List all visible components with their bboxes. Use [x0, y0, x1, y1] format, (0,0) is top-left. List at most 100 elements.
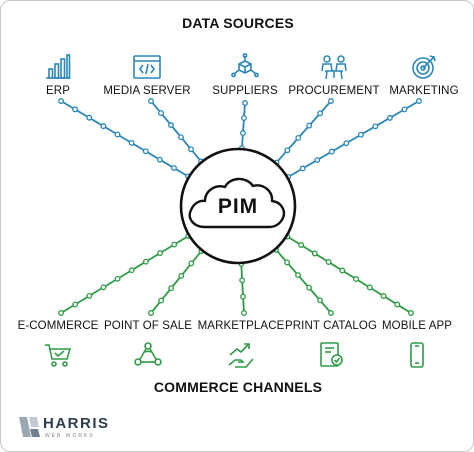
channel-connector-node: [295, 272, 301, 279]
channel-connector-node: [148, 310, 154, 316]
channel-connector-node: [353, 276, 359, 282]
source-connector-node: [306, 122, 313, 129]
channel-connector-node: [311, 250, 318, 257]
source-connector-node: [100, 123, 107, 130]
channel-connector-node: [284, 259, 290, 266]
source-connector-node: [299, 165, 306, 172]
source-connector-node: [58, 98, 64, 104]
channel-connector-node: [100, 284, 107, 291]
channel-label-e-commerce: E-COMMERCE: [17, 320, 99, 332]
growth-hand-icon: [226, 341, 256, 369]
source-connector-node: [142, 148, 149, 155]
source-connector-line-3: [275, 100, 332, 164]
source-connector-node: [416, 98, 422, 104]
source-connector-line-4: [287, 100, 420, 178]
source-connector-node: [343, 140, 350, 147]
catalog-icon: [316, 341, 346, 369]
source-connector-node: [284, 147, 291, 154]
source-connector-node: [372, 123, 379, 130]
channel-connector-node: [58, 310, 64, 316]
code-window-icon: [132, 53, 162, 81]
channel-connector-node: [239, 277, 246, 284]
channel-connector-node: [168, 285, 175, 292]
network-cube-icon: [230, 53, 260, 81]
source-connector-line-1: [150, 100, 202, 162]
channel-connector-line-1: [150, 250, 203, 314]
channel-connector-node: [380, 293, 387, 299]
channel-connector-node: [142, 258, 149, 265]
channel-label-print-catalog: PRINT CATALOG: [284, 320, 378, 332]
channel-connector-node: [178, 272, 185, 279]
source-connector-node: [168, 122, 174, 129]
source-connector-node: [242, 100, 248, 106]
channel-connector-node: [86, 292, 93, 299]
source-connector-node: [241, 115, 247, 121]
target-icon: [409, 53, 439, 81]
source-connector-node: [156, 156, 163, 163]
source-connector-node: [72, 106, 79, 113]
source-connector-line-2: [241, 102, 246, 149]
channel-connector-node: [317, 297, 323, 304]
source-connector-node: [188, 146, 194, 153]
channel-connector-node: [114, 275, 121, 282]
logo-name: HARRIS: [43, 415, 110, 432]
source-connector-node: [314, 157, 321, 163]
source-connector-node: [128, 139, 135, 146]
channel-connector-node: [366, 284, 373, 291]
channel-connector-node: [72, 301, 79, 308]
channel-connector-node: [298, 242, 305, 248]
channel-connector-node: [306, 284, 312, 291]
source-label-suppliers: SUPPLIERS: [212, 85, 278, 97]
channel-connector-line-4: [286, 235, 412, 314]
logo-tagline: WEB WORKS: [45, 433, 95, 439]
source-connector-node: [386, 114, 393, 121]
source-connector-node: [86, 114, 93, 121]
source-connector-line-0: [60, 100, 189, 178]
cloud-icon: [188, 177, 286, 229]
source-connector-node: [240, 130, 246, 137]
channel-connector-node: [408, 310, 414, 316]
channel-connectors: [58, 233, 414, 316]
mobile-phone-icon: [402, 341, 432, 369]
channel-connector-node: [158, 297, 165, 304]
data-sources-title: DATA SOURCES: [182, 15, 294, 31]
channel-connector-node: [171, 241, 178, 248]
company-logo: HARRIS WEB WORKS: [15, 413, 125, 445]
channel-label-point-of-sale: POINT OF SALE: [104, 320, 192, 332]
team-meeting-icon: [319, 53, 349, 81]
commerce-channels-title: COMMERCE CHANNELS: [153, 379, 323, 395]
source-connector-node: [295, 134, 302, 141]
channel-label-marketplace: MARKETPLACE: [197, 320, 285, 332]
shopping-cart-icon: [43, 341, 73, 369]
channel-connector-node: [328, 310, 334, 316]
channel-connector-node: [240, 293, 247, 300]
source-connector-node: [171, 165, 177, 171]
pim-label: PIM: [217, 195, 259, 218]
bar-chart-icon: [43, 53, 73, 81]
source-connector-node: [401, 106, 408, 113]
source-connector-node: [178, 134, 184, 141]
source-connector-node: [357, 131, 364, 138]
channel-connector-node: [325, 259, 332, 265]
source-label-media-server: MEDIA SERVER: [103, 85, 191, 97]
channel-connector-node: [394, 301, 401, 308]
channel-connector-node: [188, 260, 195, 267]
source-connector-node: [148, 98, 154, 104]
channel-connector-node: [241, 310, 247, 316]
source-label-procurement: PROCUREMENT: [288, 85, 380, 97]
channel-connector-node: [157, 250, 164, 257]
source-connector-node: [158, 110, 164, 117]
source-label-marketing: MARKETING: [389, 85, 459, 97]
channel-connector-line-0: [60, 235, 189, 314]
channel-connector-node: [128, 267, 135, 274]
people-network-icon: [133, 341, 163, 369]
source-connector-node: [328, 148, 335, 155]
logo-mark-icon: [19, 417, 40, 437]
source-connector-node: [114, 131, 121, 138]
channel-connector-node: [339, 267, 346, 274]
channel-connector-line-2: [240, 263, 245, 314]
channel-label-mobile-app: MOBILE APP: [381, 320, 453, 332]
source-connector-node: [317, 110, 324, 117]
source-label-erp: ERP: [46, 85, 70, 97]
